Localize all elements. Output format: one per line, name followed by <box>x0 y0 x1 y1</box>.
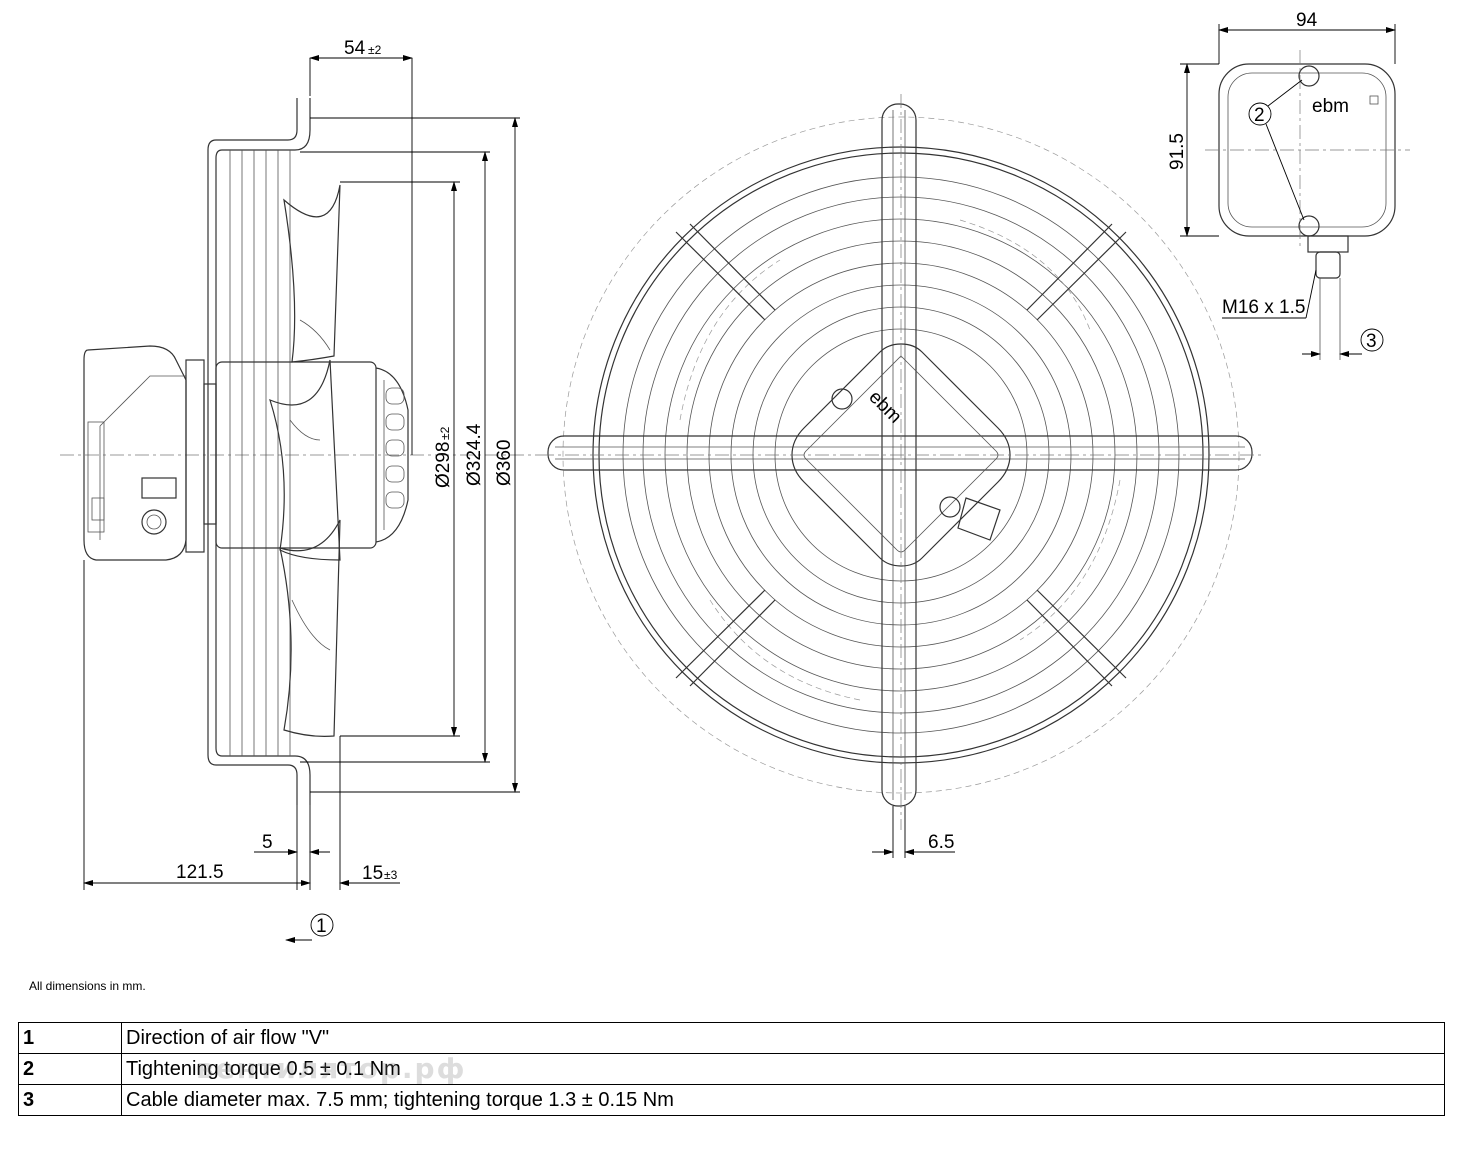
thread-size: M16 x 1.5 <box>1222 297 1305 318</box>
legend-text: Direction of air flow "V" <box>121 1022 1445 1054</box>
callout-airflow-circle <box>310 913 334 937</box>
legend-number: 3 <box>18 1084 122 1116</box>
dim-guard-dia: Ø360 <box>494 440 515 486</box>
front-logo: ebm <box>864 387 905 428</box>
callout-screw: 2 <box>1254 105 1265 126</box>
legend-text: Tightening torque 0.5 ± 0.1 Nm <box>121 1053 1445 1085</box>
dim-impeller-dia-tol: ±2 <box>438 426 452 440</box>
legend-row: 2 Tightening torque 0.5 ± 0.1 Nm <box>18 1053 1445 1085</box>
dim-box-width: 94 <box>1296 10 1318 31</box>
terminal-box-view: ebm 94 91.5 2 M16 x 1.5 3 <box>1167 10 1410 360</box>
legend-row: 3 Cable diameter max. 7.5 mm; tightening… <box>18 1084 1445 1116</box>
dim-guard-rod: 6.5 <box>928 832 954 853</box>
callout-cable: 3 <box>1366 331 1377 352</box>
legend-number: 2 <box>18 1053 122 1085</box>
legend-number: 1 <box>18 1022 122 1054</box>
dim-overall-depth: 121.5 <box>176 862 224 883</box>
technical-drawing: 54 ±2 Ø360 Ø324.4 Ø298 ±2 5 121.5 15 ±3 … <box>60 10 1410 943</box>
dim-axial-offset-tol: ±2 <box>368 43 382 57</box>
dim-guard-offset: 15 <box>362 863 383 884</box>
legend-table: 1 Direction of air flow "V" 2 Tightening… <box>18 1022 1445 1116</box>
units-note: All dimensions in mm. <box>29 979 146 993</box>
dim-flange: 5 <box>262 832 273 853</box>
callout-airflow: 1 <box>316 916 327 937</box>
dim-box-height: 91.5 <box>1167 133 1188 170</box>
legend-text: Cable diameter max. 7.5 mm; tightening t… <box>121 1084 1445 1116</box>
legend-row: 1 Direction of air flow "V" <box>18 1022 1445 1054</box>
side-view: 54 ±2 Ø360 Ø324.4 Ø298 ±2 5 121.5 15 ±3 … <box>60 38 540 943</box>
dim-impeller-dia: Ø298 <box>433 442 454 488</box>
dim-axial-offset: 54 <box>344 38 366 59</box>
terminal-box-logo: ebm <box>1312 96 1349 117</box>
dim-guard-offset-tol: ±3 <box>384 868 398 882</box>
front-view: ebm 6.5 <box>540 94 1262 858</box>
dim-ring-dia: Ø324.4 <box>464 423 485 486</box>
